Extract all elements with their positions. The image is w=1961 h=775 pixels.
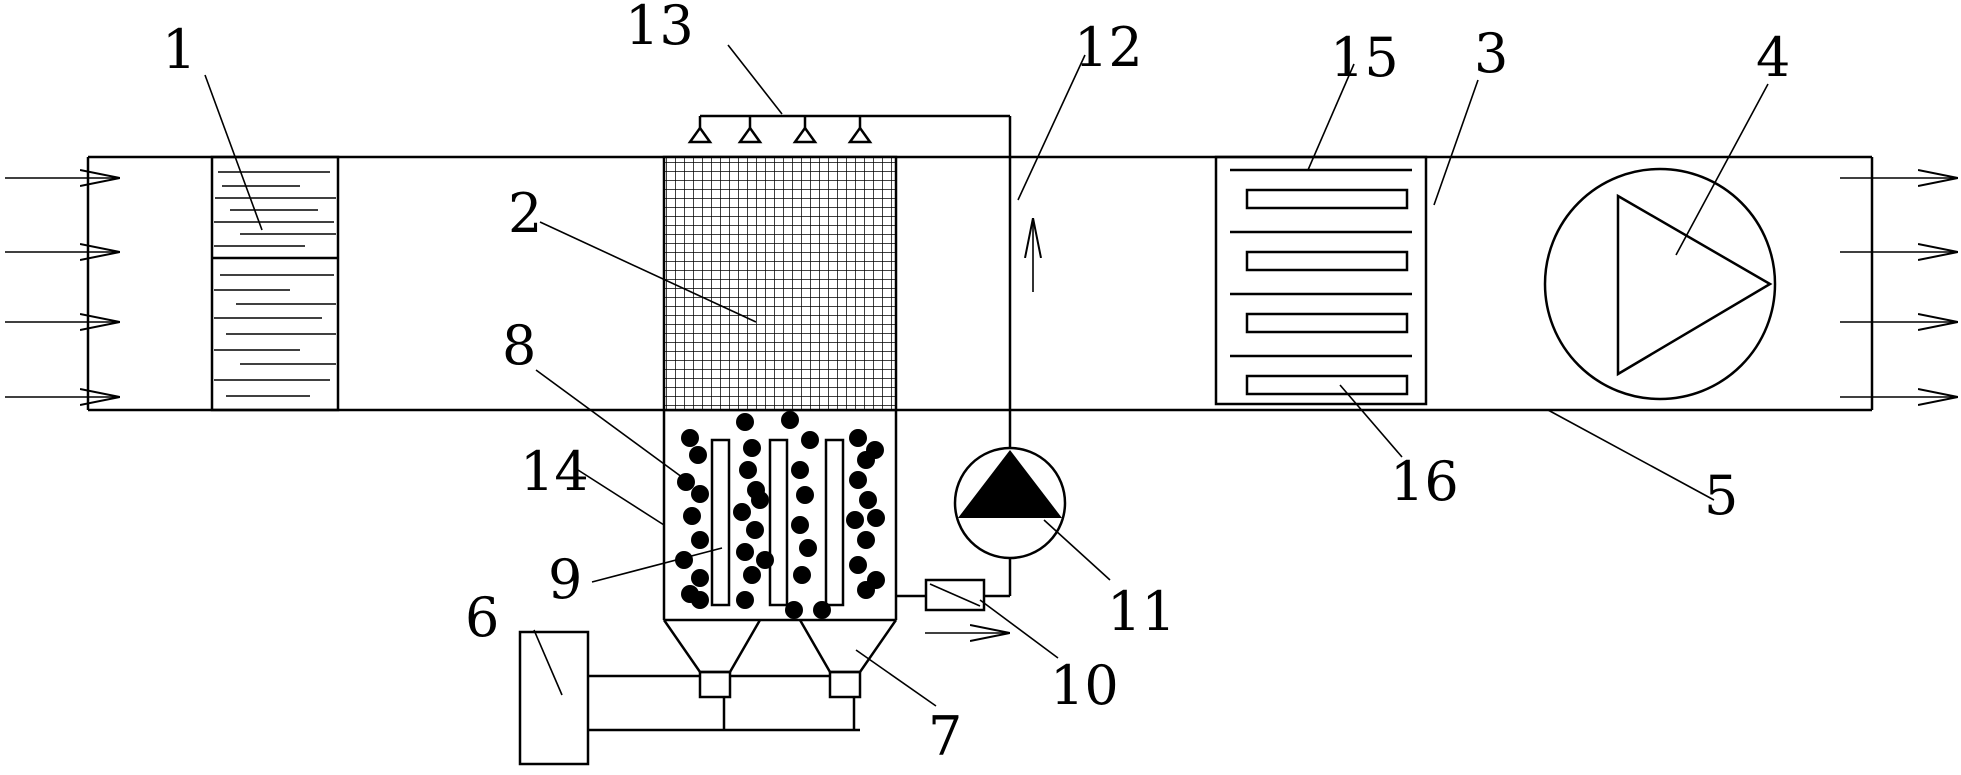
label-14: 14 [520, 440, 589, 503]
label-15: 15 [1330, 26, 1399, 89]
label-5: 5 [1704, 464, 1738, 527]
label-10: 10 [1050, 654, 1119, 717]
heat-exchanger [1214, 155, 1428, 406]
label-12: 12 [1074, 16, 1143, 79]
label-11: 11 [1107, 580, 1176, 643]
particle-media [675, 411, 885, 619]
label-6: 6 [465, 586, 499, 649]
water-tank [662, 410, 898, 622]
label-4: 4 [1756, 26, 1790, 89]
label-13: 13 [625, 0, 694, 57]
air-duct [86, 155, 1874, 412]
inlet-airflow-arrows [5, 178, 120, 397]
outlet-airflow-arrows [1840, 178, 1958, 397]
circulation-pump [953, 446, 1067, 560]
packing-mesh [662, 155, 898, 412]
fan [1543, 167, 1777, 401]
label-7: 7 [928, 705, 962, 768]
riser-pipe [1008, 116, 1033, 448]
label-16: 16 [1390, 450, 1459, 513]
label-9: 9 [548, 548, 582, 611]
electrode-plates [710, 438, 845, 607]
filter-section [210, 155, 340, 412]
settling-hoppers [662, 619, 898, 699]
spray-header [687, 114, 1010, 144]
label-1: 1 [162, 18, 196, 81]
sludge-collector [518, 630, 860, 766]
label-3: 3 [1474, 22, 1508, 85]
label-8: 8 [502, 314, 536, 377]
label-2: 2 [508, 182, 542, 245]
check-valve [896, 558, 1012, 633]
leader-lines [204, 44, 1769, 707]
part-labels: 1 2 3 4 5 6 7 8 9 10 11 12 13 14 15 16 [162, 0, 1790, 768]
